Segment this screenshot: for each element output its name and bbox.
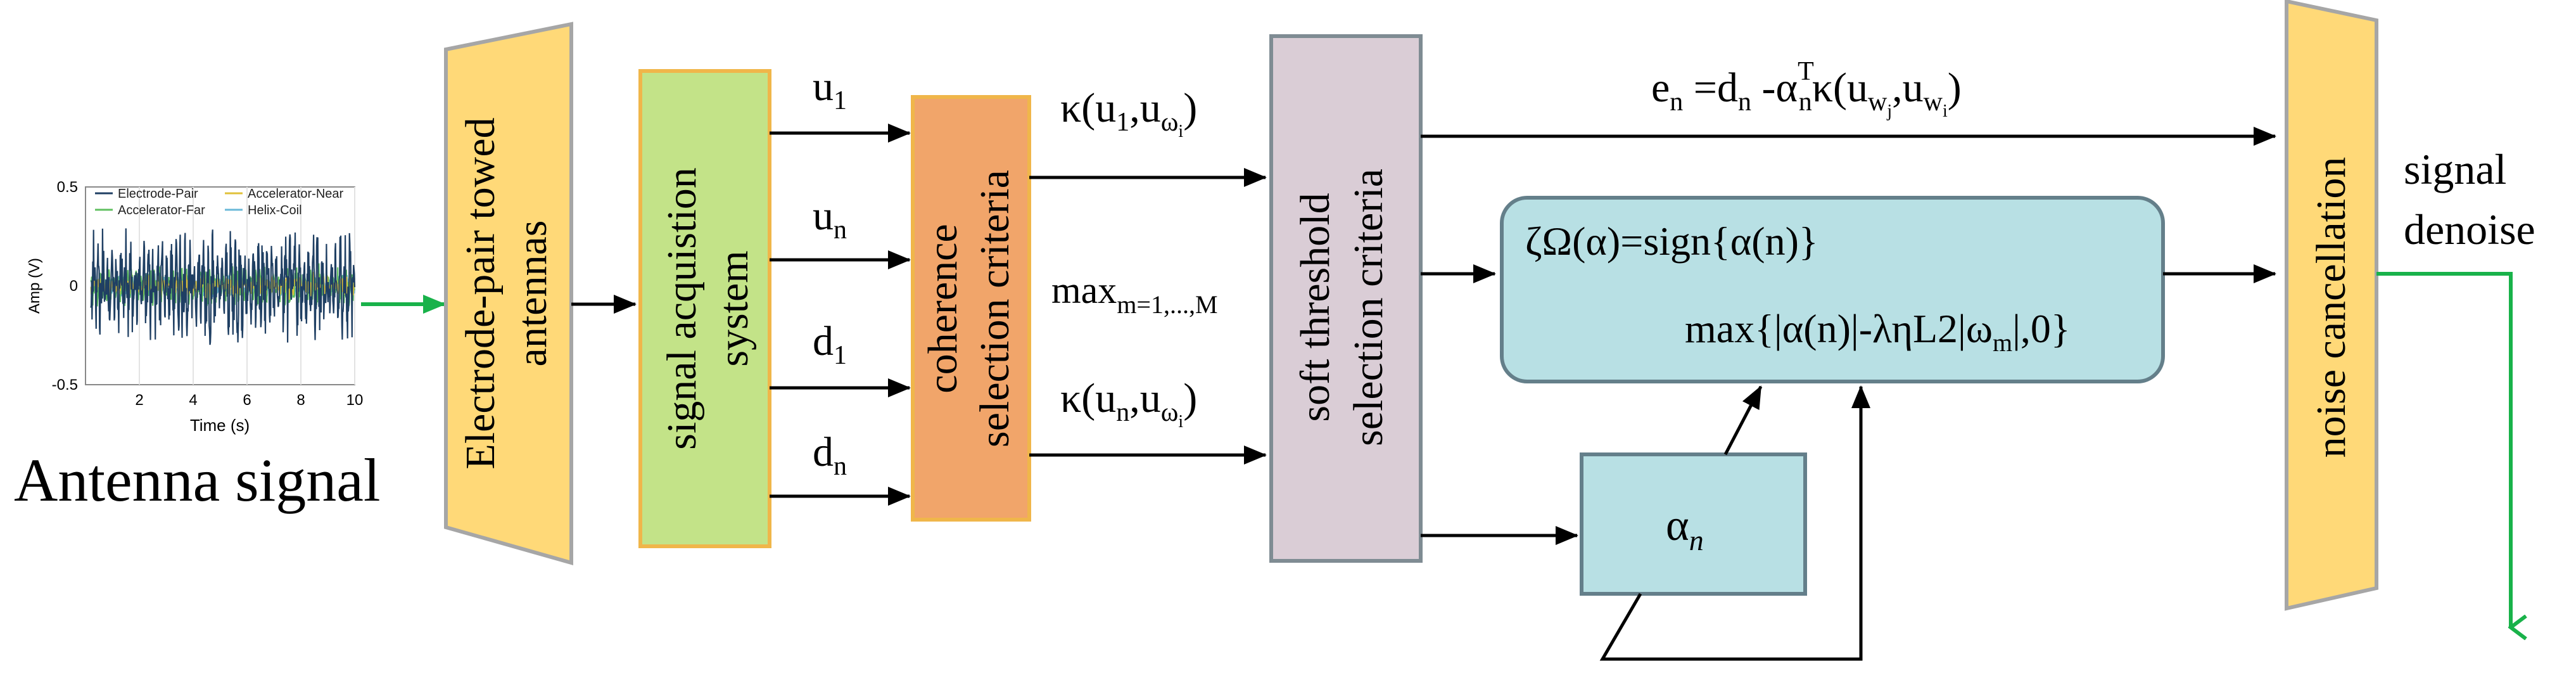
legend-label: Electrode-Pair bbox=[118, 187, 198, 201]
x-tick-label: 10 bbox=[346, 392, 364, 409]
shrinkage-formula-box bbox=[1500, 196, 2165, 383]
noise-cancellation-trapezoid bbox=[2285, 0, 2378, 611]
chart-xlabel: Time (s) bbox=[190, 416, 250, 435]
chart-ylabel: Amp (V) bbox=[26, 258, 43, 314]
legend-label: Helix-Coil bbox=[248, 203, 302, 217]
alpha-box bbox=[1580, 452, 1807, 596]
coherence-label-line2: selection criteria bbox=[972, 170, 1018, 447]
shrinkage-formula-block: ζΩ(α)=sign{α(n)} max{|α(n)|-ληL2|ωm|,0} bbox=[1500, 196, 2165, 383]
chart-x-ticks: 2 4 6 8 10 bbox=[135, 392, 363, 409]
electrode-antennas-label-line1: Electrode-pair towed bbox=[457, 117, 504, 469]
alpha-n-label: αn bbox=[1666, 501, 1704, 556]
soft-threshold-block: soft threshold selection criteria bbox=[1269, 34, 1423, 563]
acquisition-label-line2: system bbox=[711, 250, 757, 366]
legend-label: Accelerator-Far bbox=[118, 203, 205, 217]
chart-series-group bbox=[90, 228, 356, 345]
electrode-antennas-label-line2: antennas bbox=[509, 221, 555, 367]
x-tick-label: 8 bbox=[296, 392, 305, 409]
kappa-bottom-formula: κ(un,uωi) bbox=[1060, 375, 1197, 432]
antenna-signal-label: Antenna signal bbox=[14, 446, 381, 514]
alpha-to-formula-arrow bbox=[1723, 385, 1763, 456]
y-tick-label: 0.5 bbox=[57, 179, 78, 196]
dn-label: dn bbox=[813, 429, 847, 481]
electrode-antennas-block: Electrode-pair towed antennas bbox=[444, 22, 573, 565]
signal-denoise-line1: signal bbox=[2404, 145, 2506, 193]
x-tick-label: 6 bbox=[243, 392, 251, 409]
x-tick-label: 2 bbox=[135, 392, 143, 409]
antenna-signal-chart: Electrode-Pair Accelerator-NearAccelerato… bbox=[26, 179, 363, 435]
alpha-feedback-loop bbox=[1599, 385, 1870, 661]
y-tick-label: 0 bbox=[70, 278, 78, 295]
chart-y-ticks: 0.5 0 -0.5 bbox=[52, 179, 78, 394]
max-m-formula: maxm=1,...,M bbox=[1051, 269, 1218, 319]
series-electrode-pair bbox=[90, 228, 356, 345]
d1-label: d1 bbox=[813, 318, 847, 370]
soft-threshold-label-line1: soft threshold bbox=[1292, 193, 1338, 421]
coherence-label-line1: coherence bbox=[920, 224, 966, 393]
electrode-antennas-trapezoid bbox=[444, 22, 573, 565]
noise-cancellation-label: noise cancellation bbox=[2308, 157, 2354, 458]
denoised-output-arrow bbox=[2376, 272, 2511, 627]
soft-threshold-label-line2: selection criteria bbox=[1345, 169, 1392, 446]
noise-cancellation-block: noise cancellation bbox=[2285, 0, 2378, 611]
kappa-top-formula: κ(u1,uωi) bbox=[1060, 85, 1197, 141]
y-tick-label: -0.5 bbox=[52, 376, 78, 394]
acquisition-block: signal acquistion system bbox=[638, 69, 771, 548]
coherence-block: coherence selection criteria bbox=[911, 95, 1031, 522]
acquisition-box bbox=[638, 69, 771, 548]
alpha-block: αn bbox=[1580, 452, 1807, 596]
max-formula: max{|α(n)|-ληL2|ωm|,0} bbox=[1685, 306, 2071, 357]
acquisition-label-line1: signal acquistion bbox=[659, 167, 705, 449]
x-tick-label: 4 bbox=[189, 392, 197, 409]
un-label: un bbox=[813, 193, 847, 245]
legend-label: Accelerator-Near bbox=[248, 187, 344, 201]
signal-denoise-line2: denoise bbox=[2404, 205, 2535, 253]
soft-threshold-box bbox=[1269, 34, 1423, 563]
u1-label: u1 bbox=[813, 63, 847, 115]
coherence-box bbox=[911, 95, 1031, 522]
chart-legend: Electrode-Pair Accelerator-NearAccelerato… bbox=[95, 187, 344, 217]
zeta-formula: ζΩ(α)=sign{α(n)} bbox=[1525, 219, 1818, 264]
